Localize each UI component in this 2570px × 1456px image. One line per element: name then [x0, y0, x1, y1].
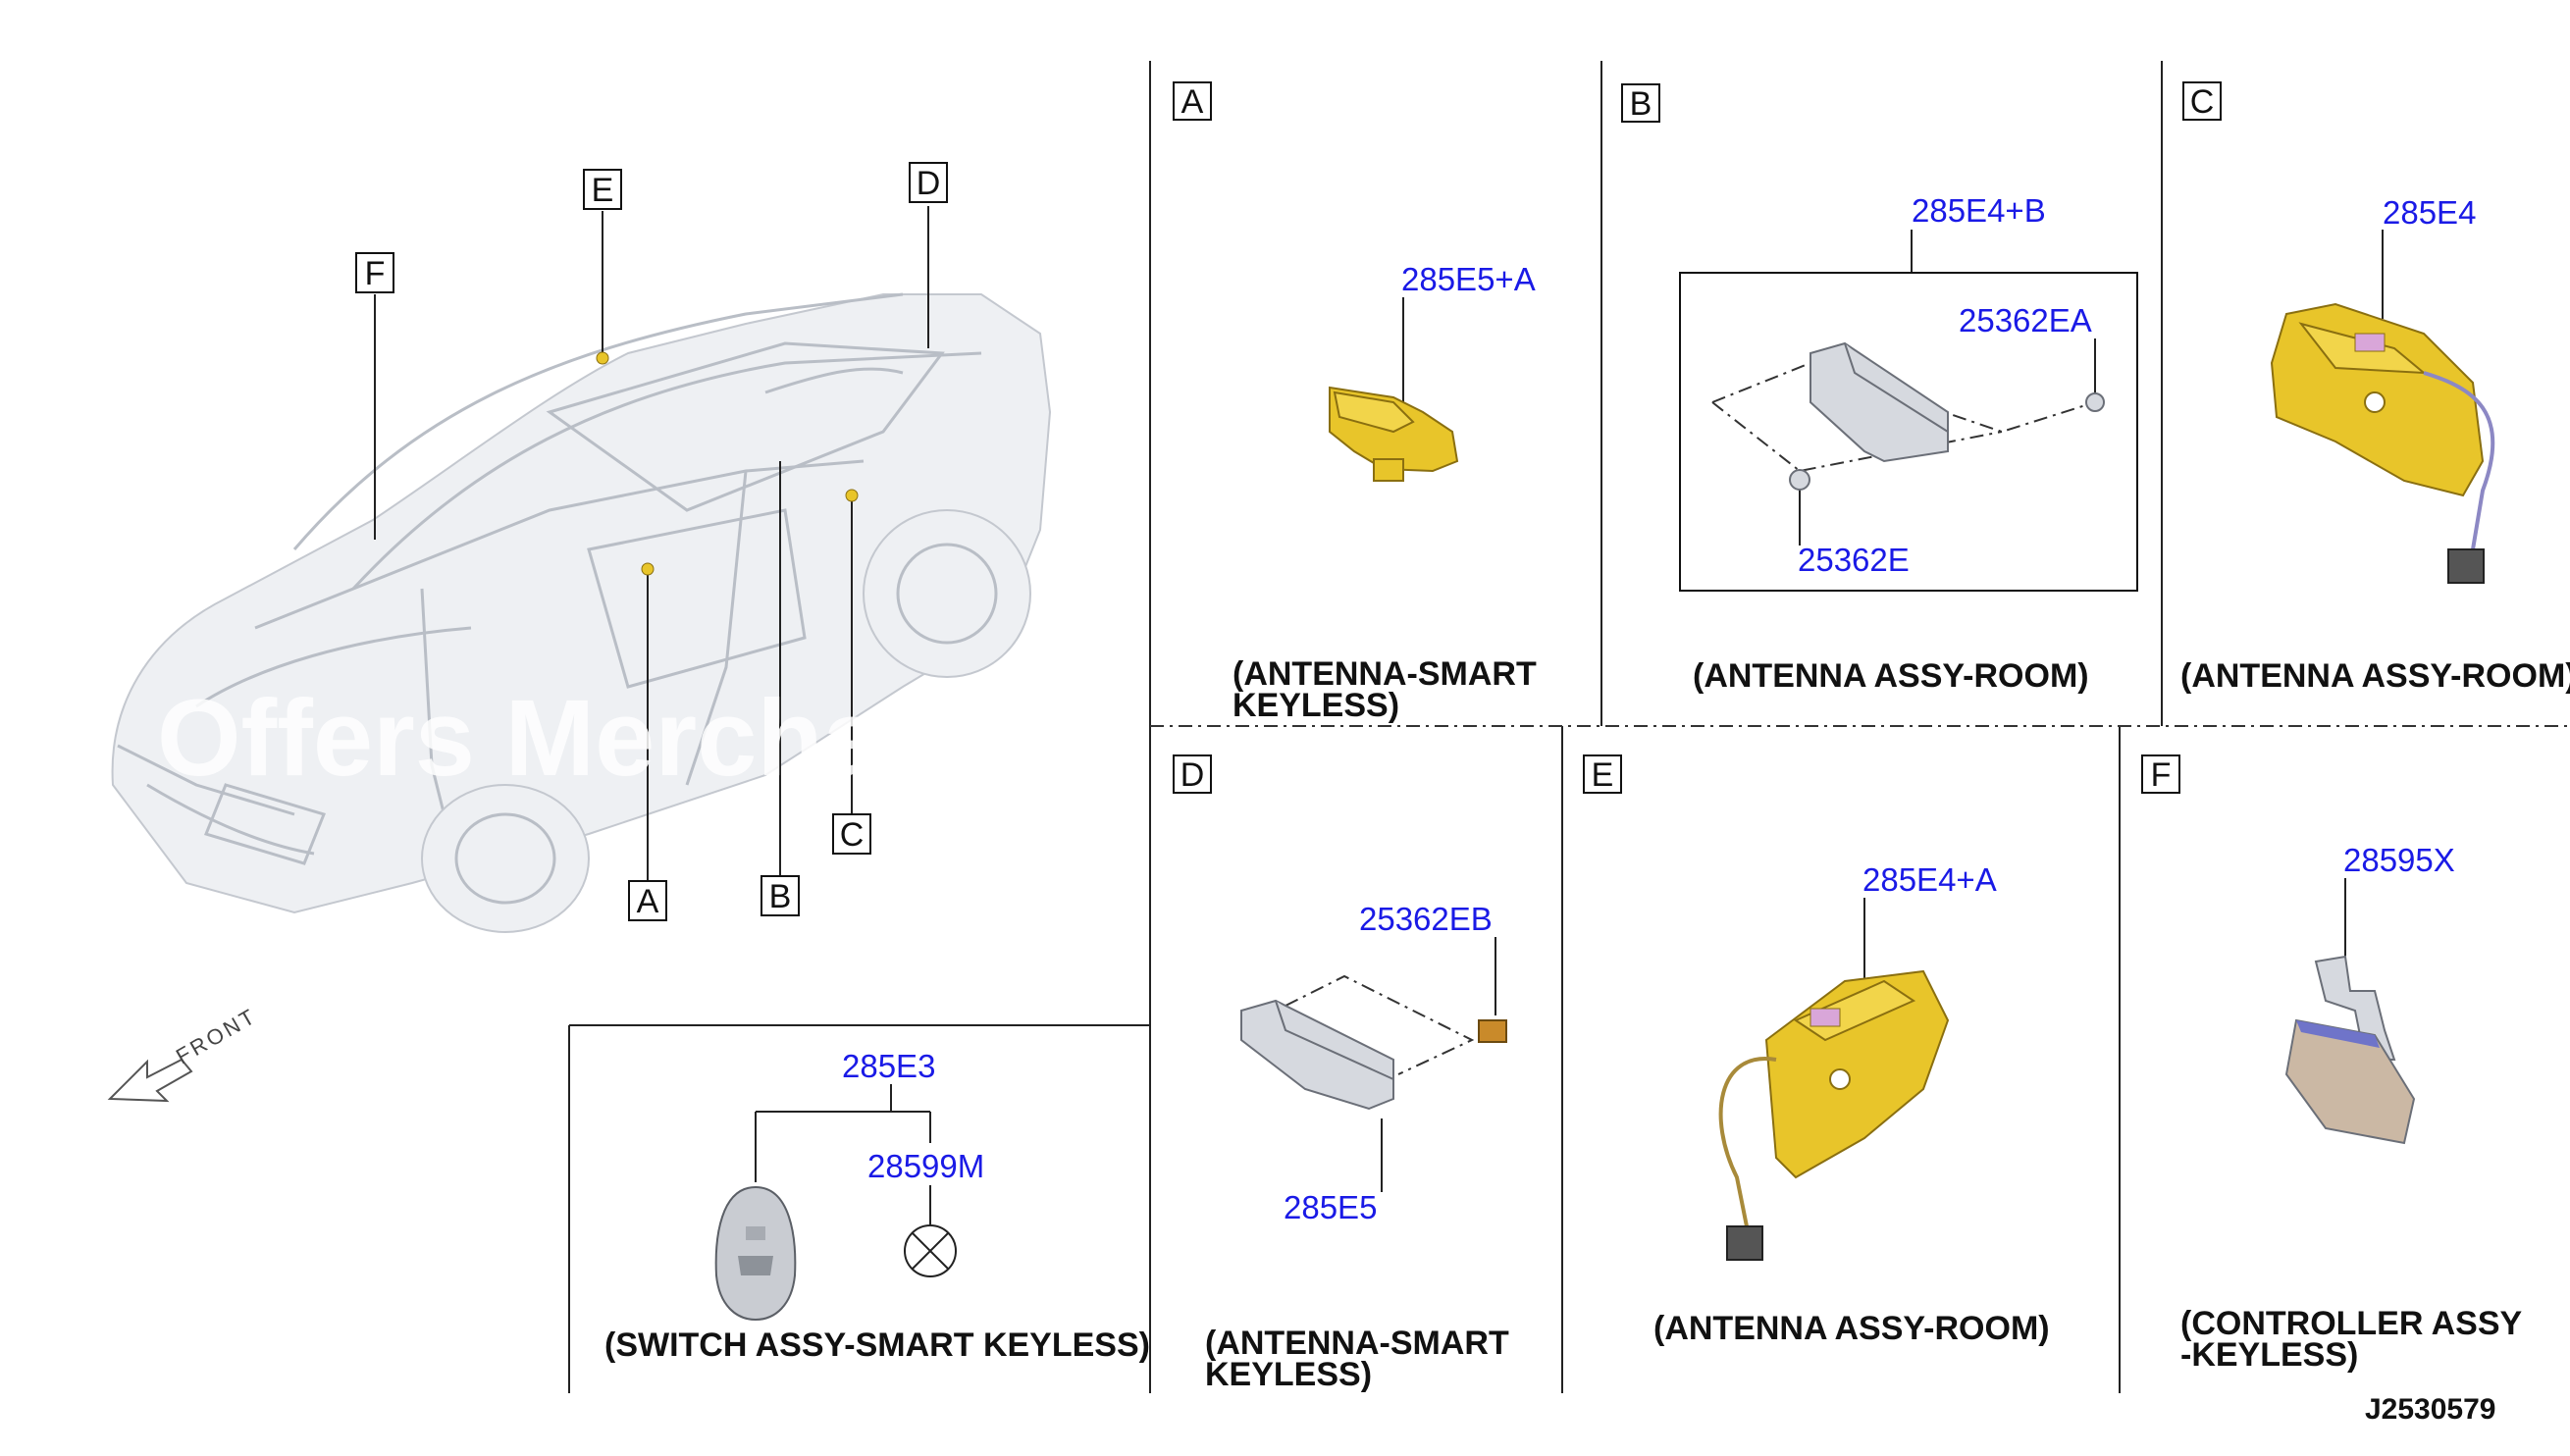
- panel-b-caption: (ANTENNA ASSY-ROOM): [1693, 657, 2089, 695]
- callout-label-b: B: [769, 878, 792, 915]
- panel-b-part-3: 25362E: [1798, 542, 1910, 578]
- panel-c: C 285E4 (ANTENNA ASSY-ROOM): [2180, 81, 2570, 695]
- callout-box-e: E: [583, 169, 622, 210]
- panel-a: A 285E5+A (ANTENNA-SMART KEYLESS): [1173, 81, 1537, 724]
- panel-f-part-1: 28595X: [2343, 842, 2455, 878]
- panel-d-letter: D: [1180, 756, 1205, 794]
- panel-f: F 28595X (CONTROLLER ASSY -KEYLESS): [2141, 754, 2523, 1374]
- watermark-text: Offers Merchan: [157, 678, 949, 799]
- front-label: FRONT: [172, 1003, 261, 1068]
- callout-box-b: B: [761, 875, 800, 916]
- bulb-symbol-icon: [904, 1224, 957, 1277]
- panel-a-caption-1: (ANTENNA-SMART: [1233, 655, 1537, 693]
- panel-d-caption-1: (ANTENNA-SMART: [1205, 1325, 1509, 1362]
- car-callout-leaders: [374, 206, 929, 883]
- clip-d-icon: [1478, 1019, 1507, 1043]
- panel-a-letter: A: [1181, 83, 1204, 121]
- callout-box-a: A: [628, 880, 667, 921]
- panel-b-part-2: 25362EA: [1959, 302, 2092, 338]
- panel-b-letter: B: [1630, 85, 1652, 123]
- panel-a-part-1: 285E5+A: [1401, 261, 1536, 297]
- switch-part-2: 28599M: [867, 1148, 984, 1184]
- panel-f-letter: F: [2151, 756, 2172, 794]
- panel-c-part-1: 285E4: [2383, 194, 2476, 231]
- panel-d: D 25362EB 285E5 (ANTENNA-SMART KEYLESS): [1173, 754, 1509, 1393]
- panel-b: B 285E4+B 25362EA 25362E (ANTENNA ASSY-R…: [1621, 83, 2138, 695]
- panel-e-letter: E: [1592, 756, 1614, 794]
- bracket-d-icon: [1240, 999, 1394, 1111]
- panel-e: E 285E4+A (ANTENNA ASSY-ROOM): [1583, 754, 2050, 1347]
- panel-a-caption-2: KEYLESS): [1233, 687, 1399, 724]
- room-antenna-c-icon: [2270, 302, 2495, 584]
- bracket-b-icon: [1809, 341, 1949, 463]
- panel-d-part-2: 285E5: [1284, 1189, 1377, 1225]
- panel-e-caption: (ANTENNA ASSY-ROOM): [1653, 1310, 2050, 1347]
- switch-caption: (SWITCH ASSY-SMART KEYLESS): [604, 1326, 1150, 1364]
- panel-c-caption: (ANTENNA ASSY-ROOM): [2180, 657, 2570, 695]
- callout-label-a: A: [637, 883, 659, 920]
- car-illustration: [111, 292, 1052, 933]
- callout-label-f: F: [365, 255, 386, 292]
- panel-f-caption-1: (CONTROLLER ASSY: [2180, 1305, 2523, 1342]
- panel-e-part-1: 285E4+A: [1862, 861, 1997, 898]
- panel-d-part-1: 25362EB: [1359, 901, 1493, 937]
- panel-d-caption-2: KEYLESS): [1205, 1356, 1372, 1393]
- controller-keyless-icon: [2284, 955, 2416, 1145]
- switch-part-1: 285E3: [842, 1048, 935, 1084]
- callout-box-d: D: [909, 162, 948, 203]
- front-arrow-icon: FRONT: [107, 1003, 261, 1103]
- callout-label-d: D: [917, 165, 941, 202]
- callout-label-e: E: [592, 172, 614, 209]
- clip-b2-icon: [1789, 469, 1810, 491]
- callout-box-f: F: [355, 252, 394, 293]
- key-fob-icon: [714, 1185, 797, 1322]
- panel-dividers: [568, 61, 2570, 1393]
- room-antenna-e-icon: [1718, 969, 1950, 1261]
- panel-f-caption-2: -KEYLESS): [2180, 1336, 2358, 1374]
- figure-number: J2530579: [2365, 1393, 2495, 1426]
- panel-switch: 285E3 28599M (SWITCH ASSY-SMART KEYLESS): [604, 1048, 1150, 1364]
- clip-b-icon: [2085, 392, 2105, 412]
- callout-label-c: C: [840, 816, 865, 854]
- panel-b-part-1: 285E4+B: [1912, 192, 2046, 229]
- callout-box-c: C: [832, 813, 871, 855]
- smart-antenna-a-icon: [1329, 386, 1459, 482]
- panel-c-letter: C: [2190, 83, 2215, 121]
